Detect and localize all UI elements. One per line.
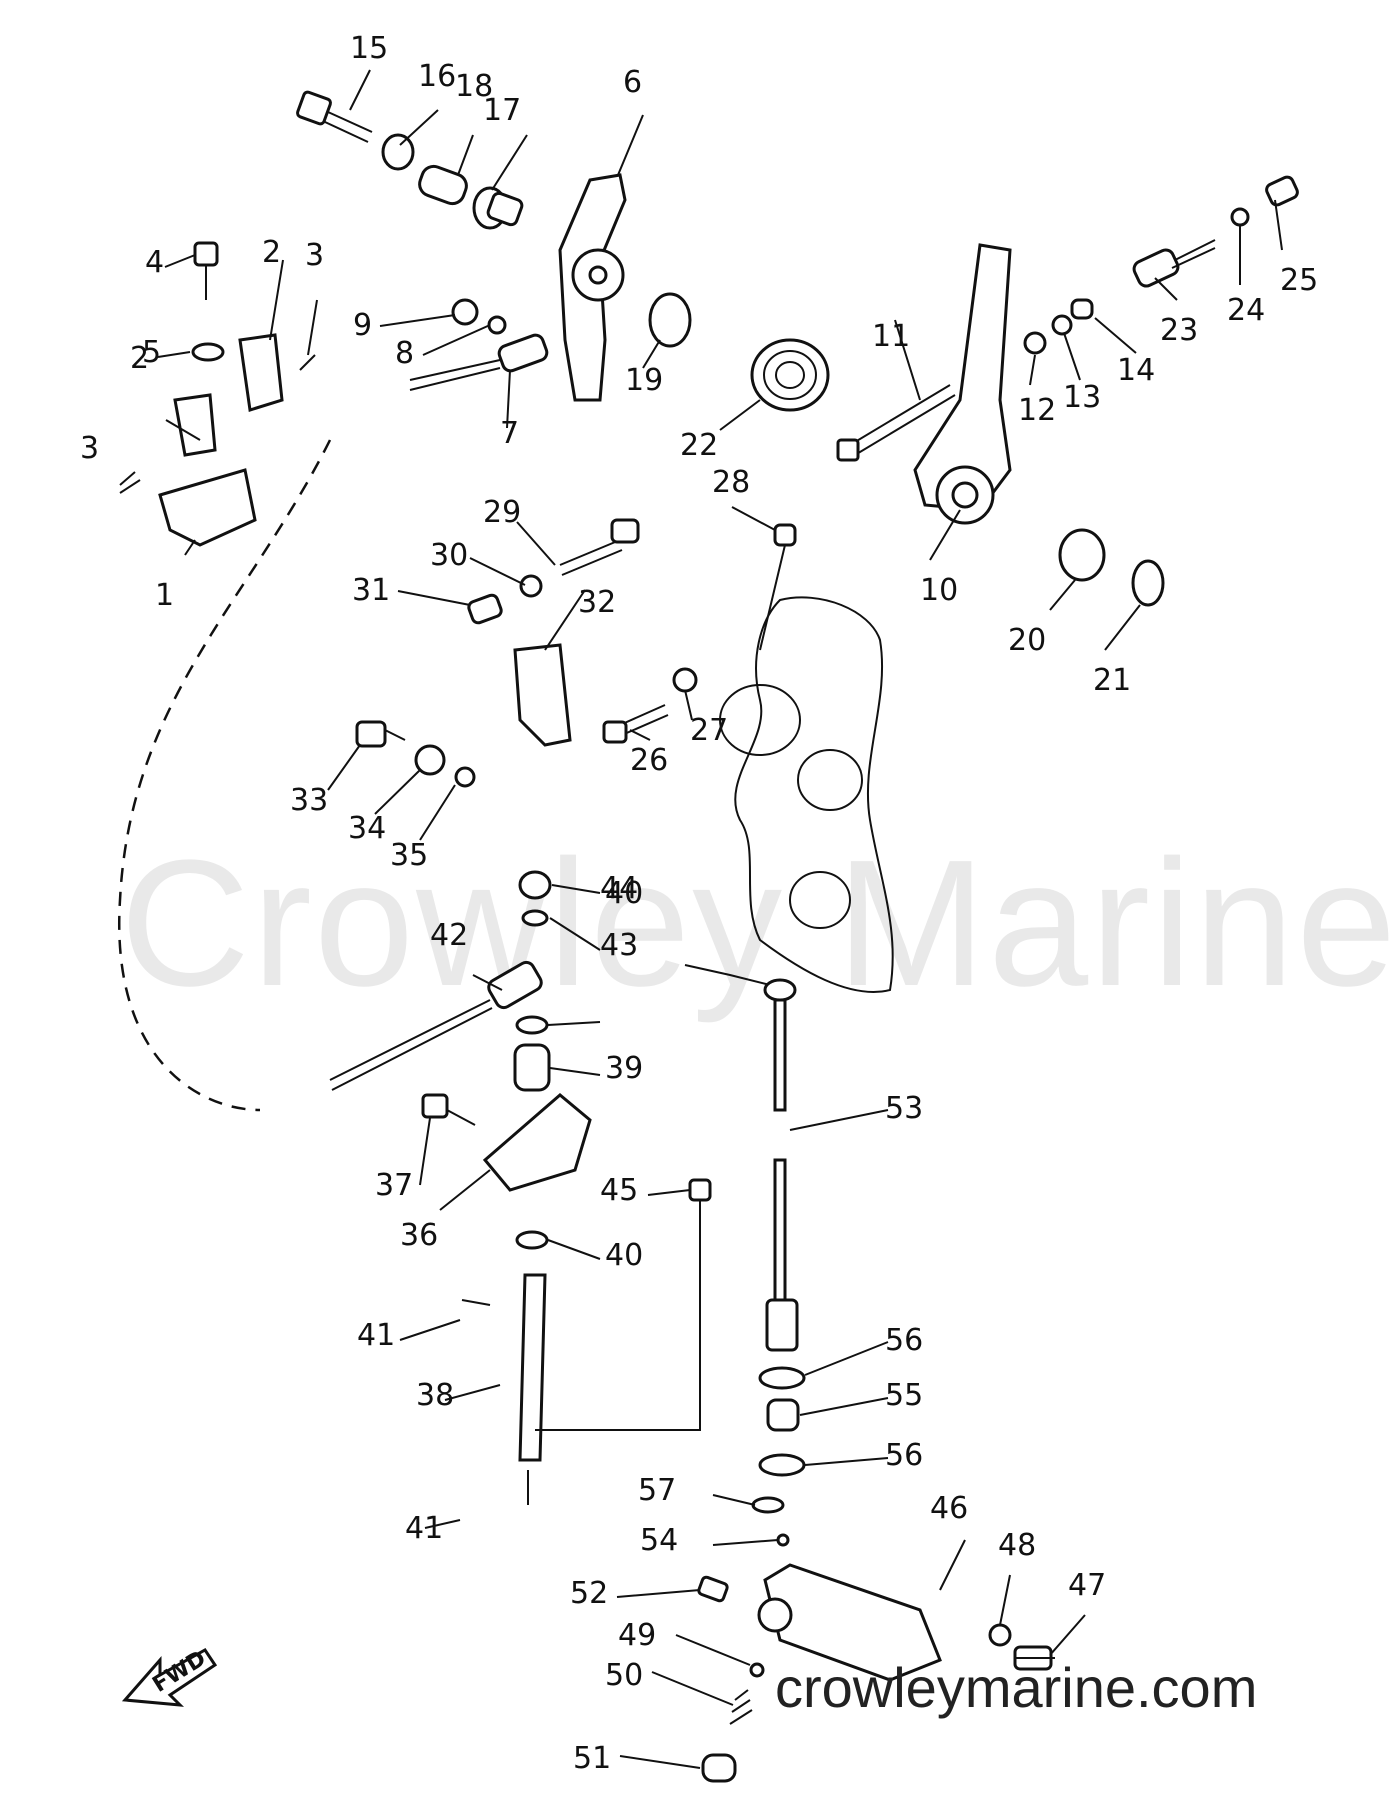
part-label-19: 19 (625, 363, 663, 398)
part-label-57: 57 (638, 1473, 676, 1508)
part-label-49: 49 (618, 1618, 656, 1653)
part-label-55: 55 (885, 1378, 923, 1413)
part-label-51: 51 (573, 1741, 611, 1776)
part-label-2: 2 (262, 235, 281, 270)
part-label-38: 38 (416, 1378, 454, 1413)
part-label-40: 40 (605, 1238, 643, 1273)
part-label-52: 52 (570, 1576, 608, 1611)
part-label-32: 32 (578, 585, 616, 620)
part-label-11: 11 (872, 319, 910, 354)
part-label-3: 3 (305, 238, 324, 273)
part-label-42: 42 (430, 918, 468, 953)
part-label-18: 18 (455, 69, 493, 104)
part-label-12: 12 (1018, 393, 1056, 428)
part-label-16: 16 (418, 59, 456, 94)
part-label-13: 13 (1063, 380, 1101, 415)
part-label-17: 17 (483, 93, 521, 128)
leader-lines (119, 69, 1283, 1769)
part-label-29: 29 (483, 495, 521, 530)
part-label-35: 35 (390, 838, 428, 873)
part-label-30: 30 (430, 538, 468, 573)
part-label-24: 24 (1227, 293, 1265, 328)
part-label-50: 50 (605, 1658, 643, 1693)
part-label-2: 2 (130, 341, 149, 376)
part-label-46: 46 (930, 1491, 968, 1526)
part-label-22: 22 (680, 428, 718, 463)
part-label-37: 37 (375, 1168, 413, 1203)
part-label-45: 45 (600, 1173, 638, 1208)
part-label-5: 5 (142, 335, 161, 370)
part-label-15: 15 (350, 31, 388, 66)
part-label-14: 14 (1117, 353, 1155, 388)
part-label-41: 41 (405, 1511, 443, 1546)
part-label-53: 53 (885, 1091, 923, 1126)
cable-loop (117, 439, 332, 1112)
part-label-48: 48 (998, 1528, 1036, 1563)
part-label-40: 40 (605, 876, 643, 911)
part-label-23: 23 (1160, 313, 1198, 348)
part-label-8: 8 (395, 336, 414, 371)
part-label-9: 9 (353, 308, 372, 343)
part-label-10: 10 (920, 573, 958, 608)
part-label-26: 26 (630, 743, 668, 778)
part-label-20: 20 (1008, 623, 1046, 658)
part-label-47: 47 (1068, 1568, 1106, 1603)
part-label-6: 6 (623, 65, 642, 100)
part-label-1: 1 (155, 578, 174, 613)
part-label-34: 34 (348, 811, 386, 846)
part-label-25: 25 (1280, 263, 1318, 298)
part-label-39: 39 (605, 1051, 643, 1086)
part-label-21: 21 (1093, 663, 1131, 698)
part-label-27: 27 (690, 713, 728, 748)
part-label-4: 4 (145, 245, 164, 280)
part-label-56: 56 (885, 1323, 923, 1358)
part-label-56: 56 (885, 1438, 923, 1473)
watermark-text: Crowley Marine (120, 823, 1394, 1024)
fwd-arrow (121, 1648, 218, 1707)
part-label-44: 44 (600, 871, 638, 906)
part-label-41: 41 (357, 1318, 395, 1353)
part-label-54: 54 (640, 1523, 678, 1558)
website-url: crowleymarine.com (775, 1656, 1258, 1719)
part-label-36: 36 (400, 1218, 438, 1253)
part-shapes (117, 90, 1299, 1783)
part-label-7: 7 (500, 416, 519, 451)
part-label-28: 28 (712, 465, 750, 500)
part-label-43: 43 (600, 928, 638, 963)
part-label-31: 31 (352, 573, 390, 608)
part-label-3: 3 (80, 431, 99, 466)
part-label-33: 33 (290, 783, 328, 818)
